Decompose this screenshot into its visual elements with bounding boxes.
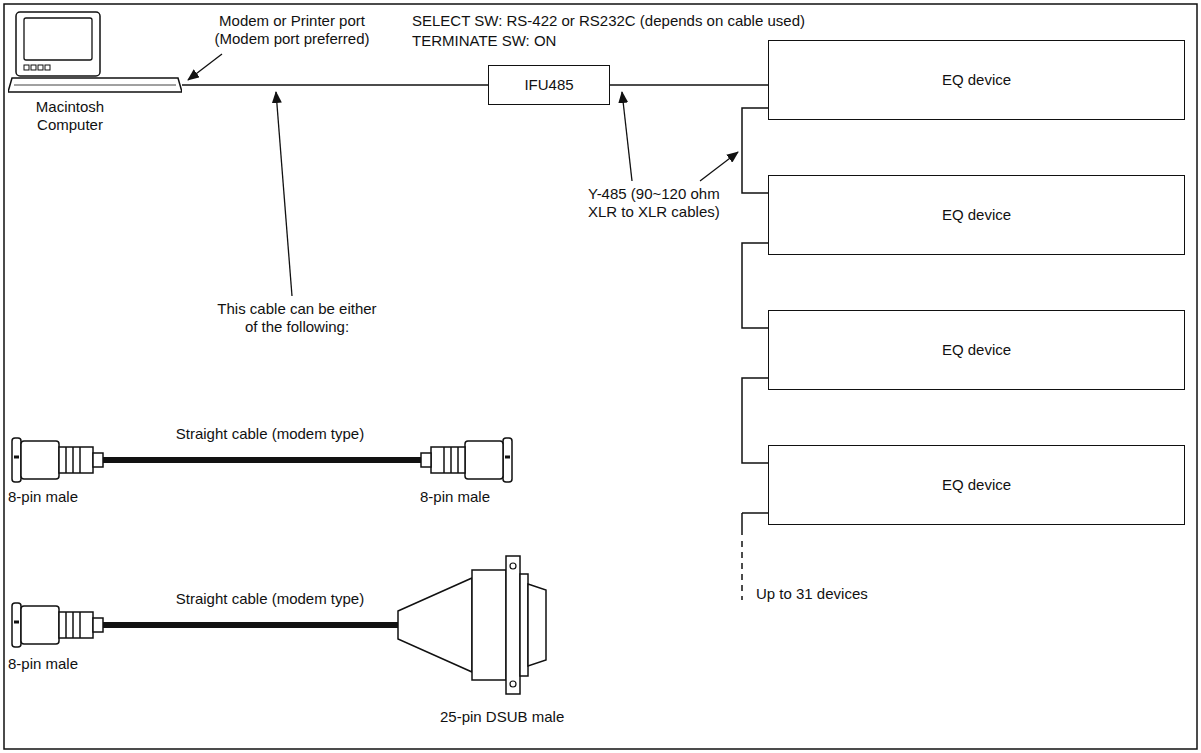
leader-arrow bbox=[188, 54, 222, 80]
cable-connector bbox=[182, 84, 488, 86]
device-count-note: Up to 31 devices bbox=[756, 585, 956, 603]
device-box: EQ device bbox=[768, 310, 1185, 390]
box-label: EQ device bbox=[942, 341, 1011, 359]
bus-stub bbox=[742, 512, 768, 514]
computer-label: Macintosh Computer bbox=[18, 98, 122, 134]
interface-box: IFU485 bbox=[488, 65, 610, 105]
cable-note: This cable can be either of the followin… bbox=[212, 300, 382, 336]
port-note: Modem or Printer port (Modem port prefer… bbox=[192, 12, 392, 48]
connector-label: 8-pin male bbox=[420, 488, 540, 506]
cable-8pin-dsub bbox=[12, 556, 546, 694]
leader-arrow bbox=[276, 92, 292, 296]
device-box: EQ device bbox=[768, 40, 1185, 120]
bus-dashed bbox=[741, 541, 743, 600]
cable-name: Straight cable (modem type) bbox=[150, 590, 390, 608]
box-label: EQ device bbox=[942, 71, 1011, 89]
switch-note: SELECT SW: RS-422 or RS232C (depends on … bbox=[412, 12, 852, 30]
connector-label: 8-pin male bbox=[8, 488, 128, 506]
cable-connector bbox=[742, 378, 768, 463]
frame bbox=[4, 4, 1197, 749]
cable-connector bbox=[742, 243, 768, 328]
cable-name: Straight cable (modem type) bbox=[150, 425, 390, 443]
box-label: IFU485 bbox=[524, 76, 573, 94]
device-box: EQ device bbox=[768, 175, 1185, 255]
cable-8pin-8pin bbox=[12, 438, 512, 482]
cable-connector bbox=[610, 84, 768, 86]
bus-line bbox=[741, 513, 743, 535]
connector-label: 8-pin male bbox=[8, 655, 128, 673]
cable-note: Y-485 (90~120 ohm XLR to XLR cables) bbox=[588, 185, 738, 221]
cable-connector bbox=[742, 108, 768, 193]
computer-icon: Macintosh Computer bbox=[8, 10, 182, 140]
box-label: EQ device bbox=[942, 206, 1011, 224]
leader-arrow bbox=[700, 152, 738, 181]
leader-arrow bbox=[622, 92, 632, 181]
computer-drawing bbox=[8, 10, 182, 96]
connector-label: 25-pin DSUB male bbox=[440, 708, 640, 726]
switch-note: TERMINATE SW: ON bbox=[412, 32, 712, 50]
box-label: EQ device bbox=[942, 476, 1011, 494]
device-box: EQ device bbox=[768, 445, 1185, 525]
